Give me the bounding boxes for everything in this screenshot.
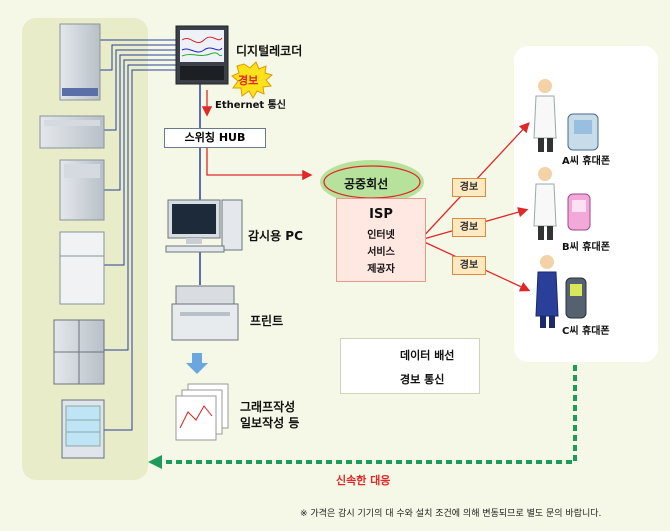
person-b-icon	[533, 167, 557, 240]
phone-c-icon	[565, 277, 587, 319]
ethernet-label: Ethernet 통신	[215, 100, 287, 111]
person-a-icon	[533, 79, 557, 152]
legend-alarm-comm: 경보 통신	[400, 373, 445, 386]
phone-c-label: C씨 휴대폰	[562, 326, 610, 337]
alarm-badge-text: 경보	[238, 74, 259, 87]
data-wiring-lines	[100, 39, 201, 431]
footnote: ※ 가격은 감시 기기의 대 수와 설치 조건에 의해 변동되므로 별도 문의 …	[300, 509, 602, 519]
switching-hub: 스위칭 HUB	[164, 128, 266, 148]
isp-line2: 서비스	[367, 247, 395, 258]
graph-label-2: 일보작성 등	[240, 416, 300, 430]
rapid-response-label: 신속한 대응	[336, 474, 391, 487]
monitor-pc-label: 감시용 PC	[248, 229, 303, 243]
person-c-icon	[535, 255, 559, 328]
fridge-5	[53, 319, 105, 385]
phone-a-icon	[567, 113, 599, 151]
fridge-4	[59, 231, 105, 305]
legend-data-wiring: 데이터 배선	[400, 349, 455, 362]
phone-b-icon	[567, 193, 591, 231]
isp-title: ISP	[369, 207, 393, 222]
alarm-burst	[231, 61, 274, 100]
down-arrow-icon	[186, 353, 208, 374]
printer-label: 프린트	[250, 314, 284, 328]
public-line-ellipse	[320, 160, 424, 204]
graph-label-1: 그래프작성	[240, 400, 296, 414]
response-arrow-head	[148, 455, 162, 469]
legend-box	[340, 338, 480, 394]
alarm-tag-b: 경보	[452, 218, 486, 237]
phone-a-label: A씨 휴대폰	[562, 156, 611, 167]
isp-line1: 인터넷	[367, 230, 395, 241]
alarm-tag-a: 경보	[452, 178, 486, 197]
showcase-6	[61, 399, 105, 459]
freezer-3	[59, 159, 105, 221]
printer-device	[171, 285, 239, 341]
freezer-2	[39, 115, 105, 149]
response-arrow	[162, 365, 577, 464]
freezer-1	[59, 23, 101, 101]
isp-box: ISP 인터넷 서비스 제공자	[336, 198, 426, 282]
isp-line3: 제공자	[367, 264, 395, 275]
digital-recorder-device	[175, 25, 229, 85]
public-line-label: 공중회선	[344, 177, 389, 191]
phone-b-label: B씨 휴대폰	[562, 242, 610, 253]
monitoring-pc-device	[165, 199, 243, 253]
alarm-tag-c: 경보	[452, 256, 486, 275]
digital-recorder-label: 디지털레코더	[236, 44, 303, 58]
graph-documents	[175, 383, 229, 441]
